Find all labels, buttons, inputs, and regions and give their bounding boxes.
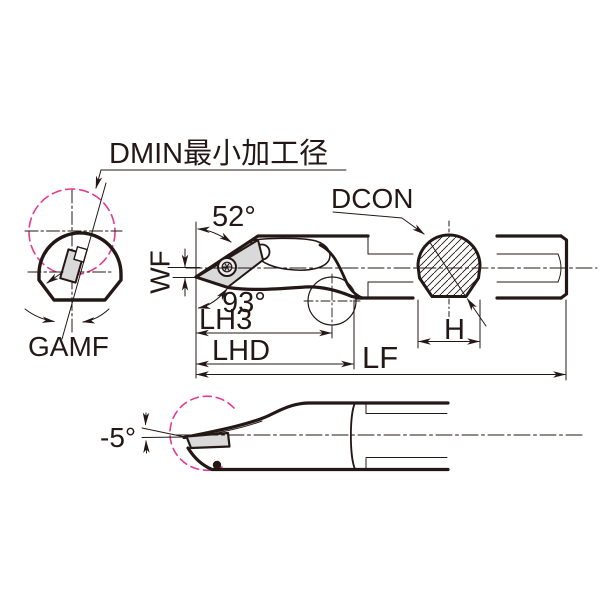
side-view: [167, 211, 598, 381]
label-gamf: GAMF: [28, 331, 109, 362]
dmin-leader: [95, 169, 103, 190]
label-lhd: LHD: [212, 335, 270, 367]
label-h: H: [444, 314, 465, 346]
section-diagonal-arrow: [466, 298, 487, 327]
dcon-leader: [332, 211, 425, 235]
label-dcon: DCON: [331, 183, 413, 214]
dmin-callout: [95, 169, 347, 190]
body-top-outline: [182, 401, 450, 440]
coolant-hole: [212, 460, 222, 470]
end-view: [24, 182, 123, 340]
neg5-line-upper: [141, 427, 186, 438]
bottom-view: [141, 395, 583, 472]
head-bottom-outline: [194, 275, 364, 300]
dim-52-arc: [196, 226, 232, 243]
neg5-line-lower: [141, 436, 186, 438]
label-neg5: -5°: [100, 422, 136, 453]
dmin-circle-bottom-view: [169, 395, 235, 472]
label-lf: LF: [362, 340, 398, 375]
screw-torx-icon: [222, 263, 232, 271]
bottom-view-insert: [185, 431, 231, 450]
gamf-arc-left: [24, 308, 56, 323]
clamp-position-circle: [307, 276, 357, 326]
shank-transition-curve: [350, 402, 356, 470]
rake-direction-arrow: [46, 271, 64, 284]
gamf-arc-right: [81, 308, 110, 324]
shank-end-outline: [37, 231, 123, 302]
section-diagonal: [428, 240, 467, 298]
neg5-arrow-top: [142, 412, 150, 426]
label-lh3: LH3: [199, 304, 252, 336]
label-93: 93°: [222, 287, 266, 319]
neg5-arrow-bottom: [143, 439, 150, 454]
body-bottom-outline: [186, 446, 450, 472]
dmin-circle: [28, 188, 116, 276]
head-top-outline: [194, 234, 370, 279]
dim-93-arc: [197, 288, 228, 309]
label-wf: WF: [144, 250, 175, 294]
shank-cross-section: [416, 233, 482, 298]
label-dmin: DMIN最小加工径: [109, 137, 328, 170]
end-view-insert-seat: [73, 246, 88, 263]
label-52: 52°: [212, 201, 256, 233]
shank-end-cap: [559, 234, 569, 300]
